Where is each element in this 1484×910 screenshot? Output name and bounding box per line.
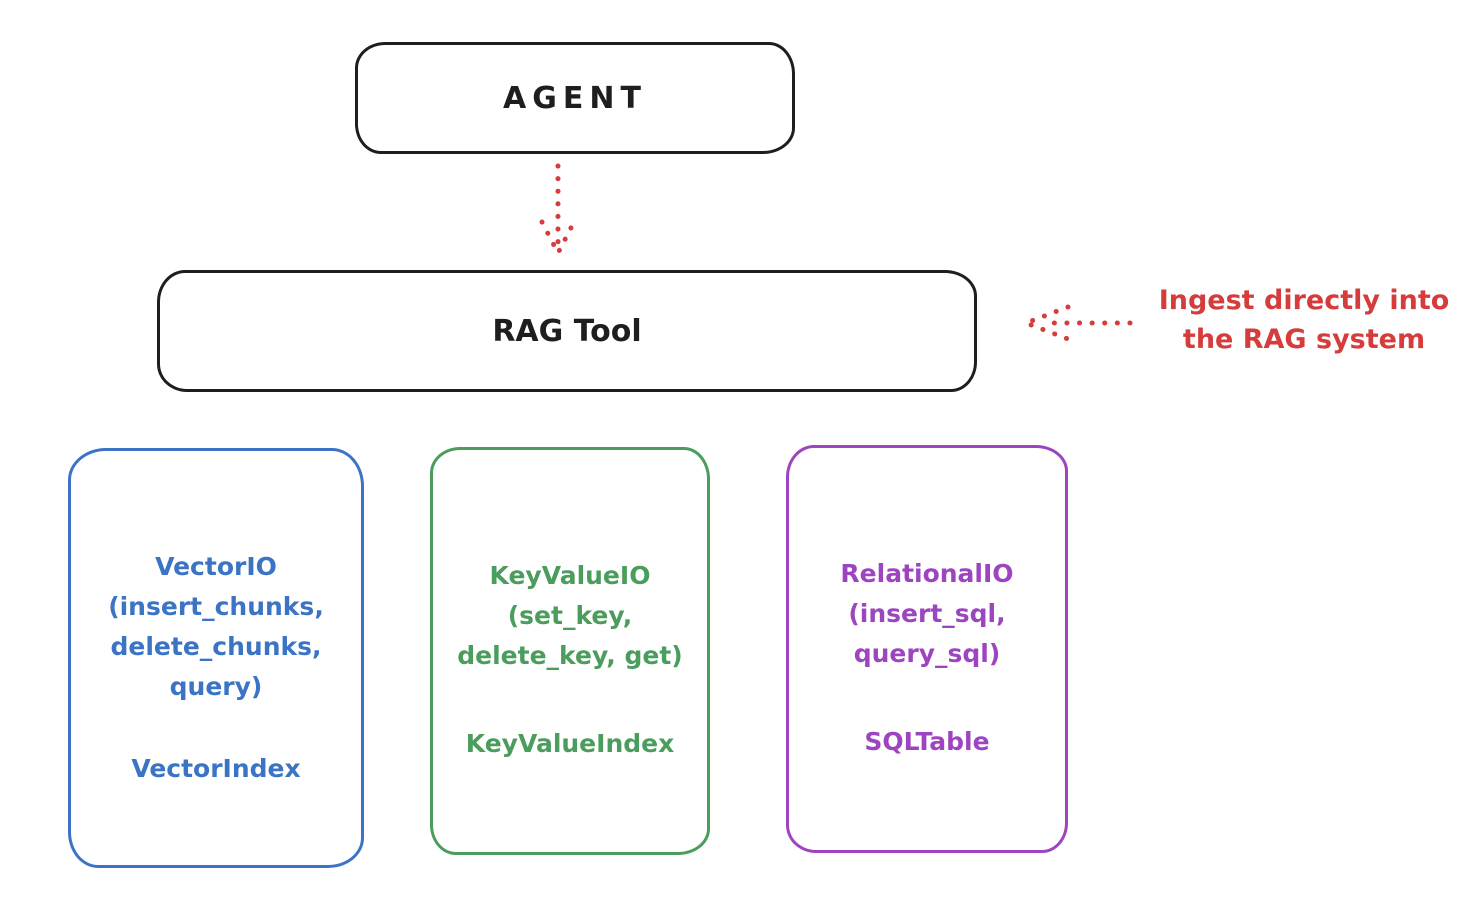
relational-io-node[interactable]: RelationalIO (insert_sql, query_sql) SQL… [786,445,1068,853]
annotation-line: the RAG system [1182,324,1426,355]
relational-io-title-line: RelationalIO [840,559,1014,588]
vector-index-label: VectorIndex [131,754,301,783]
relational-io-title: RelationalIO (insert_sql, query_sql) [789,554,1065,674]
dotted-arrow-left-icon[interactable] [1012,300,1136,346]
relational-io-title-line: query_sql) [853,639,1001,668]
vector-io-title-line: (insert_chunks, [108,592,324,621]
dotted-arrow-left-stroke [1018,304,1133,342]
vector-io-node[interactable]: VectorIO (insert_chunks, delete_chunks, … [68,448,364,868]
key-value-io-node[interactable]: KeyValueIO (set_key, delete_key, get) Ke… [430,447,710,855]
key-value-io-title-line: (set_key, [507,601,633,630]
agent-node[interactable]: AGENT [355,42,795,154]
vector-io-title-line: VectorIO [155,552,277,581]
relational-io-title-line: (insert_sql, [848,599,1006,628]
dotted-arrow-down-stroke [539,163,577,259]
key-value-io-title-line: delete_key, get) [457,641,683,670]
sql-table-label: SQLTable [864,727,990,756]
key-value-io-title: KeyValueIO (set_key, delete_key, get) [433,556,707,676]
vector-io-title-line: query) [169,672,263,701]
rag-tool-node[interactable]: RAG Tool [157,270,977,392]
rag-tool-label: RAG Tool [492,313,642,349]
vector-io-title-line: delete_chunks, [110,632,322,661]
key-value-io-title-line: KeyValueIO [489,561,651,590]
dotted-arrow-down-icon[interactable] [535,160,581,264]
annotation-ingest: Ingest directly into the RAG system [1128,281,1480,359]
agent-label: AGENT [503,80,647,116]
key-value-index-label: KeyValueIndex [465,729,675,758]
annotation-line: Ingest directly into [1158,285,1450,316]
vector-io-title: VectorIO (insert_chunks, delete_chunks, … [71,547,361,707]
